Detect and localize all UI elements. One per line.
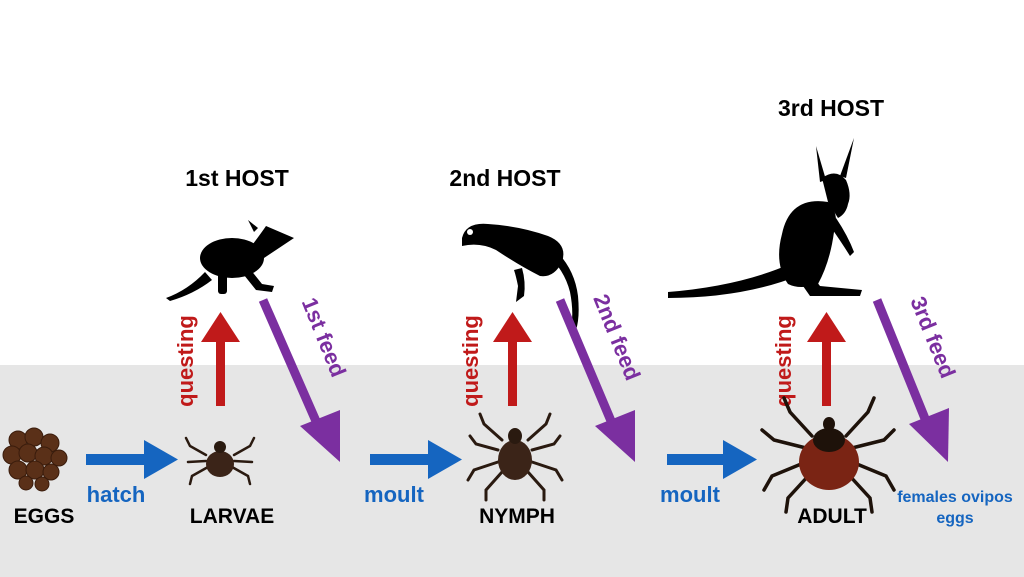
tick-nymph-icon [466,412,564,502]
stage-label-larvae: LARVAE [190,505,274,528]
moult-arrow-2 [667,440,757,479]
questing-arrow-1 [201,312,240,406]
feed-arrow-3 [872,298,949,462]
tick-larva-icon [184,436,256,486]
stage-label-adult: ADULT [797,505,867,528]
feed-arrow-2 [555,298,635,462]
feed-label-3: 3rd feed [905,293,960,382]
moult-arrow-1 [370,440,462,479]
bandicoot-silhouette-icon [166,220,294,301]
moult-label-1: moult [364,482,425,507]
questing-label-2: questing [458,315,483,407]
stage-label-nymph: NYMPH [479,505,555,528]
ovipos-label-line1: females ovipos [897,489,1013,506]
tick-adult-icon [760,396,896,514]
hatch-arrow [86,440,178,479]
questing-label-3: questing [771,315,796,407]
feed-label-2: 2nd feed [588,291,645,384]
feed-label-1: 1st feed [297,294,351,380]
host-label-3: 3rd HOST [778,95,884,121]
hatch-label: hatch [87,482,146,507]
ovipos-label-line2: eggs [936,510,973,527]
questing-arrow-2 [493,312,532,406]
questing-label-1: questing [173,315,198,407]
questing-arrow-3 [807,312,846,406]
egg-cluster-icon [2,427,68,492]
host-label-1: 1st HOST [185,165,289,191]
moult-label-2: moult [660,482,721,507]
feed-arrow-1 [258,298,340,462]
host-label-2: 2nd HOST [449,165,560,191]
rat-silhouette-icon [462,223,579,330]
stage-label-eggs: EGGS [14,505,75,528]
kangaroo-silhouette-icon [668,138,862,298]
